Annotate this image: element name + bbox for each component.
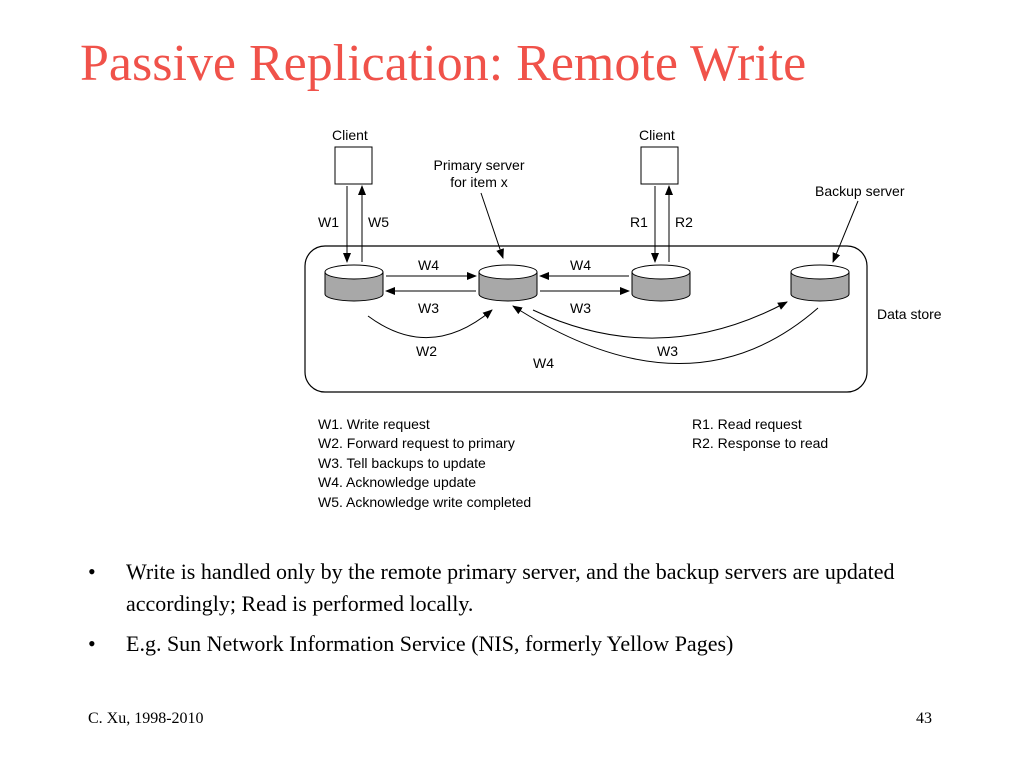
legend-left: W1. Write request W2. Forward request to… [318, 416, 531, 510]
data-store-label: Data store [877, 306, 942, 322]
legend-item: W2. Forward request to primary [318, 435, 515, 451]
bullet-item: • Write is handled only by the remote pr… [88, 556, 968, 620]
database-icon-3 [631, 264, 691, 302]
bullet-text: Write is handled only by the remote prim… [126, 559, 895, 616]
label-w4-left: W4 [418, 257, 439, 273]
label-w4-bottom: W4 [533, 355, 554, 371]
slide-title: Passive Replication: Remote Write [80, 35, 807, 92]
legend-item: W3. Tell backups to update [318, 455, 486, 471]
primary-pointer-line [480, 192, 504, 259]
backup-server-label: Backup server [815, 183, 905, 199]
legend-item: R1. Read request [692, 416, 802, 432]
client-box-left [334, 146, 373, 185]
bullet-dot: • [88, 559, 96, 584]
database-icon-primary [478, 264, 538, 302]
label-r1: R1 [630, 214, 648, 230]
label-w3-bottom: W3 [657, 343, 678, 359]
legend-item: W4. Acknowledge update [318, 474, 476, 490]
arrow-w3-long-curve [532, 301, 788, 339]
primary-server-sublabel: for item x [450, 174, 508, 190]
page-number: 43 [916, 710, 932, 727]
database-icon-backup [790, 264, 850, 302]
replication-diagram: Data store Client Client Primary server … [304, 127, 942, 510]
label-w3-left: W3 [418, 300, 439, 316]
bullet-dot: • [88, 631, 96, 656]
bullet-text: E.g. Sun Network Information Service (NI… [126, 631, 734, 656]
label-w3-right: W3 [570, 300, 591, 316]
legend-right: R1. Read request R2. Response to read [692, 416, 828, 451]
bullet-list: • Write is handled only by the remote pr… [88, 556, 968, 668]
label-w4-right: W4 [570, 257, 591, 273]
data-store-boundary [304, 245, 868, 393]
arrow-w2-curve [367, 309, 493, 339]
bullet-item: • E.g. Sun Network Information Service (… [88, 628, 968, 660]
client-label-right: Client [639, 127, 675, 143]
label-w5: W5 [368, 214, 389, 230]
label-w2: W2 [416, 343, 437, 359]
legend-item: W1. Write request [318, 416, 430, 432]
legend-item: R2. Response to read [692, 435, 828, 451]
database-icon-1 [324, 264, 384, 302]
label-r2: R2 [675, 214, 693, 230]
legend-item: W5. Acknowledge write completed [318, 494, 531, 510]
label-w1: W1 [318, 214, 339, 230]
client-label-left: Client [332, 127, 368, 143]
primary-server-label: Primary server [433, 157, 524, 173]
backup-pointer-line [832, 200, 859, 263]
arrow-w4-long-curve [512, 305, 819, 364]
footer-author: C. Xu, 1998-2010 [88, 710, 204, 727]
client-box-right [640, 146, 679, 185]
